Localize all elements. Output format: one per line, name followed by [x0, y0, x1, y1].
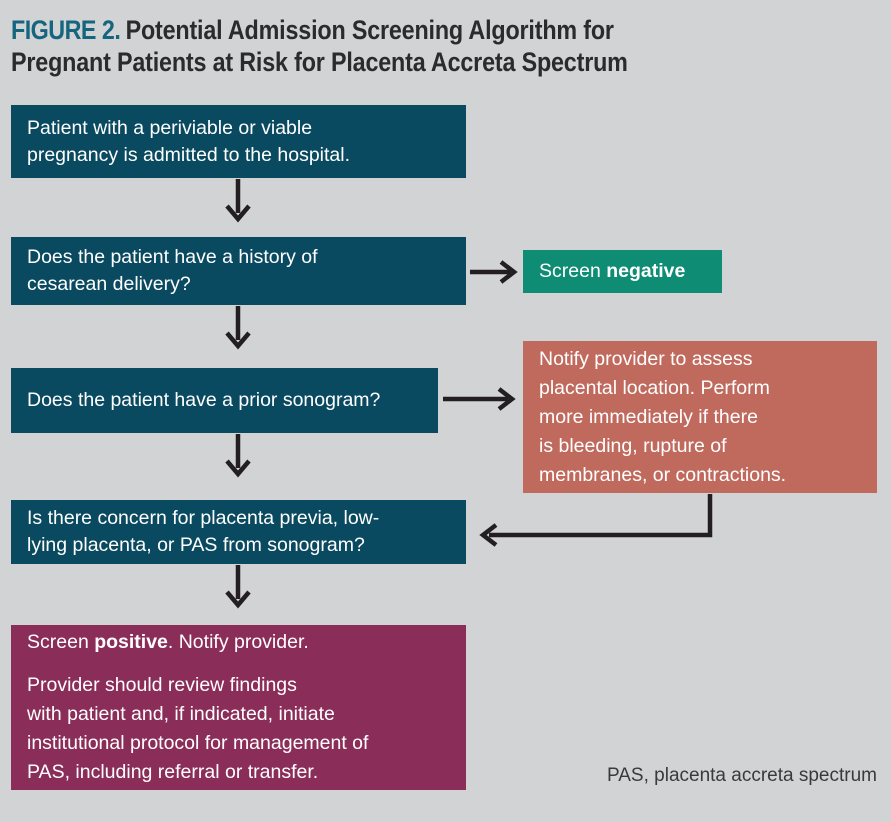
node-positive-body-line-2: with patient and, if indicated, initiate	[27, 703, 335, 725]
figure-title-text-1: Potential Admission Screening Algorithm …	[125, 15, 614, 45]
node-positive-body-line-4: PAS, including referral or transfer.	[27, 761, 319, 783]
arrow-admit-to-cesarean	[225, 179, 251, 223]
node-previa-line-2: lying placenta, or PAS from sonogram?	[27, 534, 365, 556]
node-admit-line-1: Patient with a periviable or viable	[27, 116, 313, 139]
node-concern-previa-pas: Is there concern for placenta previa, lo…	[11, 500, 466, 564]
node-positive-heading: Screen positive. Notify provider.	[27, 628, 450, 657]
node-positive-heading-suffix: . Notify provider.	[167, 631, 309, 653]
figure-number-label: FIGURE 2.	[11, 15, 121, 45]
node-positive-heading-emphasis: positive	[94, 631, 168, 653]
node-cesarean-line-1: Does the patient have a history of	[27, 246, 318, 268]
node-notify-line-5: membranes, or contractions.	[539, 463, 787, 486]
arrow-sonogram-to-previa	[225, 434, 251, 478]
node-admit-line-2: pregnancy is admitted to the hospital.	[27, 143, 351, 166]
arrow-cesarean-to-sonogram	[225, 306, 251, 350]
node-screen-negative: Screen negative	[523, 250, 722, 293]
node-notify-line-4: is bleeding, rupture of	[539, 434, 727, 457]
node-history-cesarean-delivery: Does the patient have a history of cesar…	[11, 237, 466, 305]
figure-footnote: PAS, placenta accreta spectrum	[607, 765, 877, 786]
node-sonogram-line-1: Does the patient have a prior sonogram?	[27, 389, 381, 411]
figure-title: FIGURE 2.Potential Admission Screening A…	[11, 14, 801, 78]
node-negative-text: Screen negative	[539, 258, 706, 285]
arrow-notify-to-previa	[479, 494, 713, 547]
node-screen-positive: Screen positive. Notify provider. Provid…	[11, 625, 466, 790]
node-prior-sonogram: Does the patient have a prior sonogram?	[11, 368, 438, 433]
node-previa-line-1: Is there concern for placenta previa, lo…	[27, 507, 380, 529]
arrow-previa-to-positive	[225, 565, 251, 609]
node-cesarean-line-2: cesarean delivery?	[27, 273, 191, 295]
node-notify-line-3: more immediately if there	[539, 405, 758, 428]
node-negative-emphasis: negative	[606, 260, 686, 282]
node-notify-provider-assess: Notify provider to assess placental loca…	[523, 341, 877, 493]
node-notify-line-1: Notify provider to assess	[539, 347, 753, 370]
node-patient-admitted: Patient with a periviable or viable preg…	[11, 105, 466, 178]
arrow-cesarean-to-screen-negative	[470, 260, 518, 284]
node-negative-prefix: Screen	[539, 260, 607, 282]
figure-title-line-2: Pregnant Patients at Risk for Placenta A…	[11, 47, 628, 77]
node-positive-body-line-3: institutional protocol for management of	[27, 732, 369, 754]
node-positive-paragraph-gap	[27, 657, 450, 671]
node-notify-line-2: placental location. Perform	[539, 376, 770, 399]
figure-title-line-1: FIGURE 2.Potential Admission Screening A…	[11, 14, 706, 46]
node-positive-heading-prefix: Screen	[27, 631, 95, 653]
node-positive-body-line-1: Provider should review findings	[27, 674, 297, 696]
arrow-sonogram-to-notify	[443, 387, 516, 411]
